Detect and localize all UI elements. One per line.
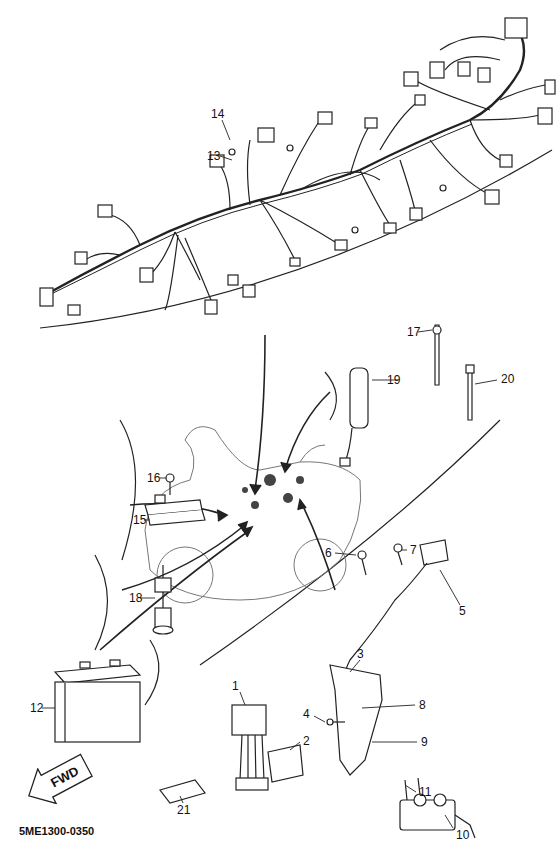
battery-pad <box>160 780 205 803</box>
callout-number: 1 <box>231 680 240 692</box>
callout-number: 16 <box>146 472 161 484</box>
callout-number: 9 <box>420 736 429 748</box>
drawing-code: 5ME1300-0350 <box>18 826 95 837</box>
callout-number: 5 <box>458 605 467 617</box>
cdi-unit <box>232 665 382 790</box>
component-symbols <box>242 474 304 509</box>
scooter-outline <box>145 427 361 603</box>
callout-number: 3 <box>356 648 365 660</box>
callout-number: 21 <box>176 804 191 816</box>
boundary-arc <box>95 555 108 650</box>
callout-number: 2 <box>302 735 311 747</box>
callout-number: 10 <box>455 829 470 841</box>
leader-line <box>42 120 497 828</box>
callout-number: 20 <box>500 373 515 385</box>
wire-harness <box>45 25 545 310</box>
battery <box>55 660 140 742</box>
callout-number: 13 <box>206 150 221 162</box>
callout-number: 11 <box>418 786 432 798</box>
callout-number: 7 <box>409 544 418 556</box>
callout-number: 8 <box>418 699 427 711</box>
callout-number: 18 <box>128 592 143 604</box>
boundary-arc <box>120 420 136 560</box>
callout-number: 19 <box>386 374 401 386</box>
callout-number: 17 <box>406 326 421 338</box>
harness-connectors <box>40 18 555 315</box>
direction-arrow: FWD <box>18 747 97 815</box>
boundary-arc <box>40 150 552 328</box>
boundary-arc <box>145 640 159 705</box>
callout-number: 4 <box>302 708 311 720</box>
location-arrow <box>100 335 335 650</box>
part-18 <box>153 565 173 634</box>
grip <box>340 368 368 466</box>
callout-number: 6 <box>324 547 333 559</box>
callout-number: 15 <box>132 514 147 526</box>
bands <box>433 325 474 420</box>
callout-number: 12 <box>29 702 44 714</box>
callout-number: 14 <box>210 108 225 120</box>
